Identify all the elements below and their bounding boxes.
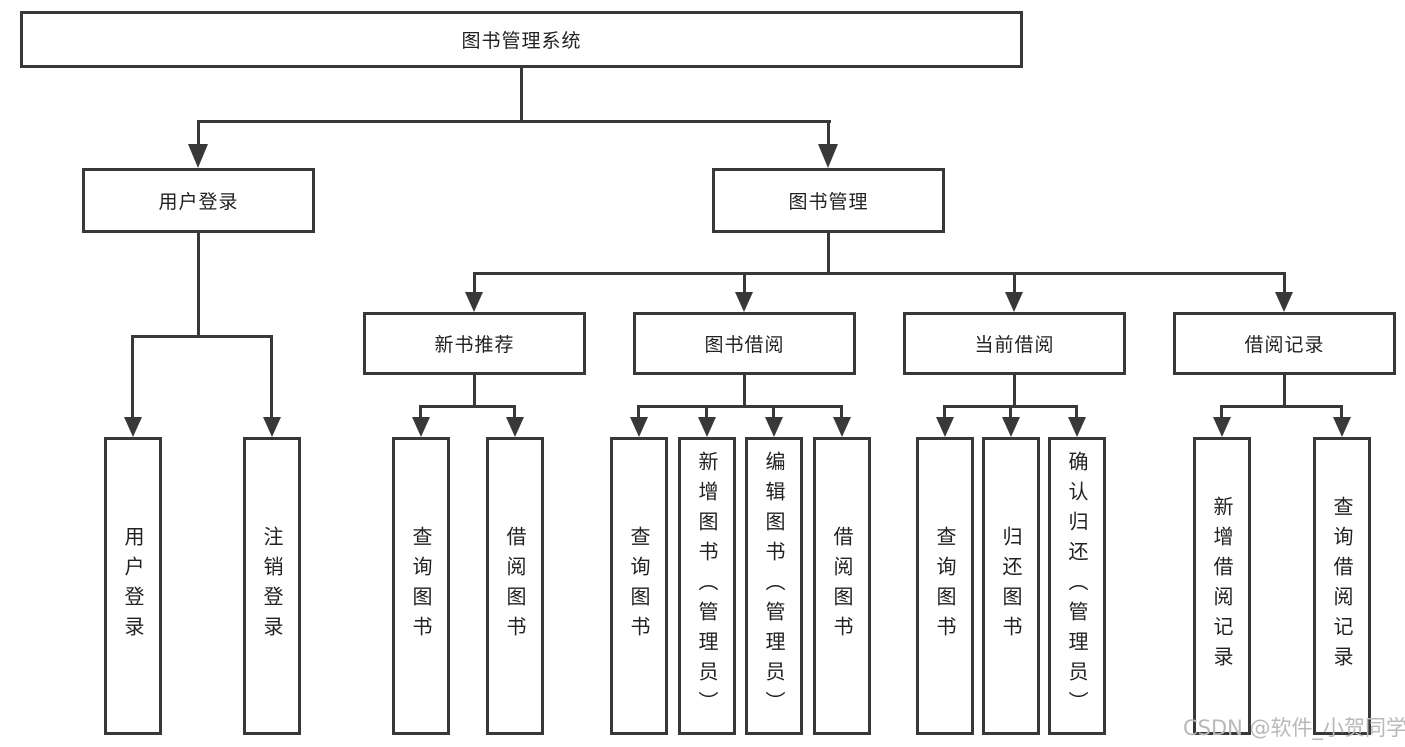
arrow-down-icon	[465, 292, 483, 312]
leaf-label: 用户登录	[121, 526, 145, 646]
node-library-system: 图书管理系统	[20, 11, 1023, 68]
leaf-borrow-add-book-admin: 新增图书（管理员）	[678, 437, 736, 735]
connector-user-login-down	[197, 233, 200, 337]
connector-level3-stem	[1013, 272, 1016, 294]
arrow-down-icon	[1068, 417, 1086, 437]
connector-group-stem	[1283, 375, 1286, 407]
node-current-borrow: 当前借阅	[903, 312, 1126, 375]
arrow-down-icon	[124, 417, 142, 437]
connector-leaf-stem	[1075, 405, 1078, 419]
connector-level3-stem	[743, 272, 746, 294]
connector-group-branch	[637, 405, 843, 408]
arrow-down-icon	[1005, 292, 1023, 312]
leaf-label: 确认归还（管理员）	[1065, 451, 1089, 721]
arrow-down-icon	[833, 417, 851, 437]
leaf-label: 新增借阅记录	[1210, 496, 1234, 676]
arrow-down-icon	[735, 292, 753, 312]
leaf-newbook-borrow-book: 借阅图书	[486, 437, 544, 735]
connector-level3-branch	[473, 272, 1286, 275]
leaf-current-confirm-return-admin: 确认归还（管理员）	[1048, 437, 1106, 735]
leaf-label: 查询图书	[409, 526, 433, 646]
node-label: 借阅记录	[1244, 334, 1325, 356]
leaf-label: 编辑图书（管理员）	[762, 451, 786, 721]
leaf-borrow-edit-book-admin: 编辑图书（管理员）	[745, 437, 803, 735]
node-label: 图书管理	[788, 191, 869, 213]
leaf-user-login: 用户登录	[104, 437, 162, 735]
arrow-down-icon	[630, 417, 648, 437]
connector-leaf-stem	[943, 405, 946, 419]
node-label: 当前借阅	[974, 334, 1055, 356]
node-user-login: 用户登录	[82, 168, 315, 233]
arrow-down-icon	[412, 417, 430, 437]
node-label: 图书借阅	[704, 334, 785, 356]
connector-leaf-stem	[1009, 405, 1012, 419]
leaf-record-query-borrow-record: 查询借阅记录	[1313, 437, 1371, 735]
connector-book-mgmt-stem	[827, 120, 830, 148]
arrow-down-icon	[1213, 417, 1231, 437]
arrow-down-icon	[188, 144, 208, 168]
connector-group-stem	[1013, 375, 1016, 407]
leaf-label: 新增图书（管理员）	[695, 451, 719, 721]
connector-user-login-stem	[197, 120, 200, 148]
connector-group-stem	[743, 375, 746, 407]
leaf-label: 归还图书	[999, 526, 1023, 646]
leaf-label: 借阅图书	[830, 526, 854, 646]
leaf-label: 查询图书	[627, 526, 651, 646]
connector-leaf-stem	[131, 335, 134, 419]
node-new-book-recommend: 新书推荐	[363, 312, 586, 375]
leaf-label: 注销登录	[260, 526, 284, 646]
connector-leaf-stem	[419, 405, 422, 419]
node-label: 新书推荐	[434, 334, 515, 356]
node-label: 用户登录	[158, 191, 239, 213]
leaf-current-return-book: 归还图书	[982, 437, 1040, 735]
arrow-down-icon	[1333, 417, 1351, 437]
connector-group-branch	[419, 405, 516, 408]
connector-leaf-stem	[637, 405, 640, 419]
connector-leaf-stem	[772, 405, 775, 419]
arrow-down-icon	[1002, 417, 1020, 437]
leaf-label: 借阅图书	[503, 526, 527, 646]
connector-group-stem	[473, 375, 476, 407]
connector-root-stem	[520, 67, 523, 121]
leaf-borrow-query-book: 查询图书	[610, 437, 668, 735]
connector-leaf-stem	[840, 405, 843, 419]
arrow-down-icon	[818, 144, 838, 168]
connector-leaf-stem	[705, 405, 708, 419]
leaf-label: 查询图书	[933, 526, 957, 646]
leaf-logout: 注销登录	[243, 437, 301, 735]
connector-user-login-branch	[131, 335, 273, 338]
arrow-down-icon	[1275, 292, 1293, 312]
connector-book-mgmt-down	[827, 233, 830, 274]
arrow-down-icon	[698, 417, 716, 437]
leaf-borrow-borrow-book: 借阅图书	[813, 437, 871, 735]
connector-leaf-stem	[270, 335, 273, 419]
leaf-record-add-borrow-record: 新增借阅记录	[1193, 437, 1251, 735]
connector-group-branch	[1220, 405, 1343, 408]
node-label: 图书管理系统	[461, 30, 582, 52]
arrow-down-icon	[765, 417, 783, 437]
connector-level3-stem	[1283, 272, 1286, 294]
node-book-borrow: 图书借阅	[633, 312, 856, 375]
leaf-current-query-book: 查询图书	[916, 437, 974, 735]
connector-leaf-stem	[1220, 405, 1223, 419]
connector-leaf-stem	[1340, 405, 1343, 419]
leaf-newbook-query-book: 查询图书	[392, 437, 450, 735]
node-book-management: 图书管理	[712, 168, 945, 233]
leaf-label: 查询借阅记录	[1330, 496, 1354, 676]
connector-level3-stem	[473, 272, 476, 294]
connector-level2-branch	[197, 120, 831, 123]
connector-leaf-stem	[513, 405, 516, 419]
arrow-down-icon	[506, 417, 524, 437]
arrow-down-icon	[936, 417, 954, 437]
node-borrow-record: 借阅记录	[1173, 312, 1396, 375]
watermark: CSDN @软件_小贺同学	[1183, 716, 1405, 740]
arrow-down-icon	[263, 417, 281, 437]
